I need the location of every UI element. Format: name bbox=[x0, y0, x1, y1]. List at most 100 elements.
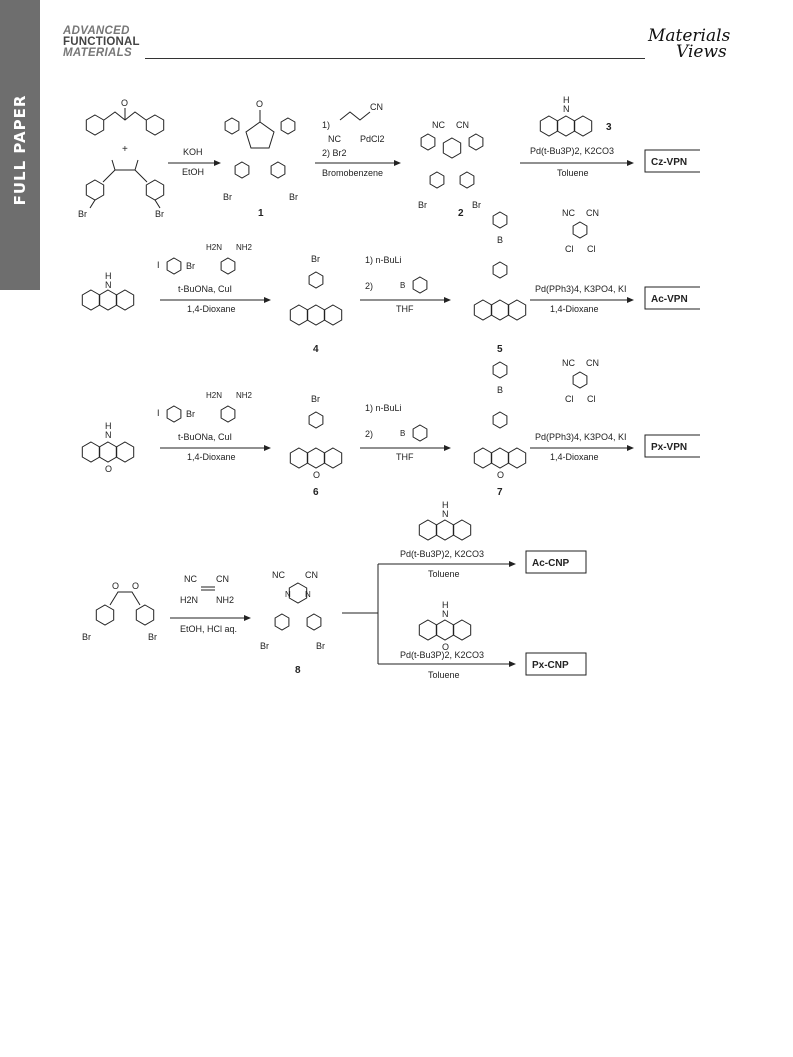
row1-carbazole-reagent: N H bbox=[539, 95, 593, 137]
bromine-label: Br bbox=[82, 632, 91, 642]
row2-step3-above: Pd(PPh3)4, K3PO4, KI bbox=[535, 284, 627, 294]
section-label: FULL PAPER bbox=[11, 94, 29, 206]
nitrogen-label: N bbox=[105, 280, 112, 290]
cyano-label: NC bbox=[272, 570, 285, 580]
header-rule bbox=[145, 58, 645, 59]
row4-compound8: NC CN N N Br Br bbox=[260, 570, 325, 651]
branch-b-phenoxazine: N H O bbox=[418, 600, 472, 652]
row3-step2-b: 2) bbox=[365, 429, 373, 439]
row2-step2-a: 1) n-BuLi bbox=[365, 255, 402, 265]
section-side-tab: FULL PAPER bbox=[0, 0, 40, 290]
chlorine-label: Cl bbox=[565, 394, 574, 404]
branch-b-below: Toluene bbox=[428, 670, 460, 680]
row4-dibromobenzil: O O Br Br bbox=[82, 581, 157, 642]
compound-2-number: 2 bbox=[458, 208, 464, 219]
cyano-label: CN bbox=[586, 208, 599, 218]
row1-step2-pd: PdCl2 bbox=[360, 134, 385, 144]
product-ac-cnp-box bbox=[525, 550, 587, 574]
cyano-label: NC bbox=[562, 208, 575, 218]
row1-step2-a: 1) bbox=[322, 120, 330, 130]
product-px-cnp: Px-CNP bbox=[532, 660, 569, 671]
compound-4-number: 4 bbox=[313, 344, 319, 355]
bromine-label: Br bbox=[223, 192, 232, 202]
row2-compound4: Br bbox=[289, 254, 343, 326]
row3-step3-below: 1,4-Dioxane bbox=[550, 452, 599, 462]
bromine-label: Br bbox=[316, 641, 325, 651]
hydrogen-label: H bbox=[563, 95, 570, 105]
bromine-label: Br bbox=[472, 200, 481, 210]
product-px-cnp-box bbox=[525, 652, 587, 676]
oxygen-label: O bbox=[256, 99, 263, 109]
bromine-label: Br bbox=[311, 254, 320, 264]
chlorine-label: Cl bbox=[587, 394, 596, 404]
nitrogen-label: N bbox=[305, 590, 311, 599]
boron-label: B bbox=[400, 281, 405, 290]
cyano-label: CN bbox=[586, 358, 599, 368]
oxygen-label: O bbox=[497, 470, 504, 480]
nitrogen-label: N bbox=[442, 509, 449, 519]
nitrogen-label: N bbox=[285, 590, 291, 599]
row3-reagents: I Br H2N NH2 bbox=[157, 391, 253, 423]
oxygen-label: O bbox=[132, 581, 139, 591]
plus-sign: + bbox=[122, 144, 128, 155]
row2-step1-below: 1,4-Dioxane bbox=[187, 304, 236, 314]
oxygen-label: O bbox=[105, 464, 112, 474]
row3-step1-above: t-BuONa, CuI bbox=[178, 432, 232, 442]
boron-label: B bbox=[497, 235, 503, 245]
cyano-label: NC bbox=[432, 120, 445, 130]
compound-7-number: 7 bbox=[497, 487, 503, 498]
row2-step2-b: 2) bbox=[365, 281, 373, 291]
row3-step1-below: 1,4-Dioxane bbox=[187, 452, 236, 462]
boron-label: B bbox=[497, 385, 503, 395]
row1-step1-below: EtOH bbox=[182, 167, 204, 177]
amine-label: NH2 bbox=[216, 595, 234, 605]
product-ac-vpn-box bbox=[644, 286, 700, 310]
compound-6-number: 6 bbox=[313, 487, 319, 498]
hydrogen-label: H bbox=[442, 600, 449, 610]
amine-label: H2N bbox=[206, 243, 222, 252]
cyano-label: CN bbox=[216, 574, 229, 584]
row1-dibenzylketone: O bbox=[85, 98, 165, 136]
brand-line-views: Views bbox=[676, 42, 727, 62]
hydrogen-label: H bbox=[442, 500, 449, 510]
row2-acridan: N H bbox=[81, 271, 135, 311]
journal-line-advanced: ADVANCED bbox=[63, 25, 130, 37]
hydrogen-label: H bbox=[105, 421, 112, 431]
oxygen-label: O bbox=[112, 581, 119, 591]
chlorine-label: Cl bbox=[565, 244, 574, 254]
iodine-label: I bbox=[157, 260, 160, 270]
row2-reagents: I Br H2N NH2 bbox=[157, 243, 253, 275]
product-cz-vpn-box bbox=[644, 149, 700, 173]
row3-step2-a: 1) n-BuLi bbox=[365, 403, 402, 413]
iodine-label: I bbox=[157, 408, 160, 418]
cyano-label: CN bbox=[370, 102, 383, 112]
nitrogen-label: N bbox=[563, 104, 570, 114]
bromine-label: Br bbox=[289, 192, 298, 202]
branch-b-above: Pd(t-Bu3P)2, K2CO3 bbox=[400, 650, 484, 660]
journal-line-materials: MATERIALS bbox=[63, 47, 132, 59]
row4-diaminomaleonitrile: NC CN H2N NH2 bbox=[180, 574, 234, 605]
row1-step1-above: KOH bbox=[183, 147, 203, 157]
compound-1-number: 1 bbox=[258, 208, 264, 219]
row1-step2-b: 2) Br2 bbox=[322, 148, 347, 158]
row1-step3-below: Toluene bbox=[557, 168, 589, 178]
row3-step2-below: THF bbox=[396, 452, 414, 462]
cyano-label: CN bbox=[305, 570, 318, 580]
row1-step2-solvent: Bromobenzene bbox=[322, 168, 383, 178]
journal-logo: ADVANCED FUNCTIONAL MATERIALS bbox=[63, 25, 140, 59]
boron-label: B bbox=[400, 429, 405, 438]
oxygen-label: O bbox=[121, 98, 128, 108]
bromine-label: Br bbox=[155, 209, 164, 219]
row1-dibromobenzil: Br Br bbox=[78, 159, 165, 219]
amine-label: H2N bbox=[180, 595, 198, 605]
journal-line-functional: FUNCTIONAL bbox=[63, 36, 140, 48]
bromine-label: Br bbox=[260, 641, 269, 651]
cyano-label: NC bbox=[562, 358, 575, 368]
product-ac-cnp: Ac-CNP bbox=[532, 558, 570, 569]
bromine-label: Br bbox=[78, 209, 87, 219]
oxygen-label: O bbox=[442, 642, 449, 652]
cyano-label: NC bbox=[184, 574, 197, 584]
compound-5-number: 5 bbox=[497, 344, 503, 355]
bromine-label: Br bbox=[186, 409, 195, 419]
branch-a-acridan: N H bbox=[418, 500, 472, 541]
